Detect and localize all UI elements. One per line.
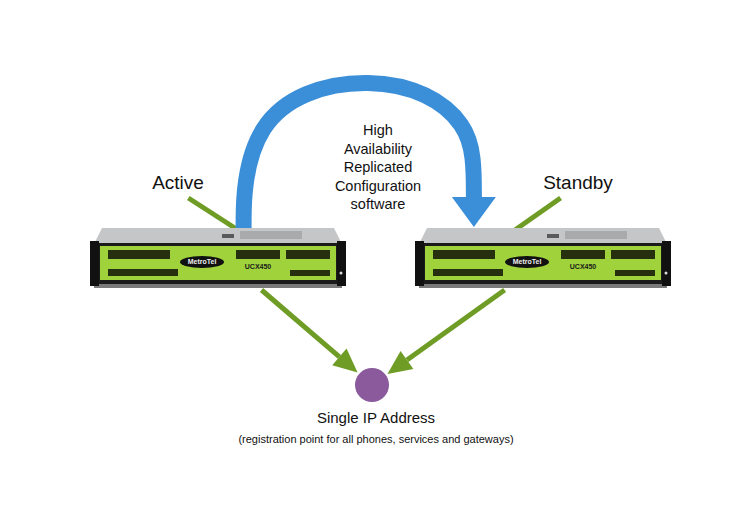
text-holder: Active: [152, 171, 204, 194]
ip-address-dot: [355, 368, 389, 402]
bezel-slot: [433, 269, 503, 276]
lid-vent: [565, 231, 627, 239]
label-holder: MetroTel: [513, 258, 542, 265]
leader-line: [515, 198, 561, 230]
leader-line: [188, 198, 238, 230]
server-frame: [90, 243, 346, 284]
replication-arrow: [244, 83, 496, 228]
server-frame: [415, 243, 671, 284]
server-illustration: [90, 228, 346, 290]
bezel-slot: [615, 270, 655, 276]
server-role-label: Active: [152, 171, 204, 194]
bezel-slot: [433, 250, 495, 259]
arrow-head: [332, 349, 357, 373]
ip-address-node: Single IP Address(registration point for…: [355, 368, 389, 402]
bezel-slot: [561, 250, 605, 259]
arrow-line: [407, 290, 505, 360]
rack-ear: [415, 241, 424, 286]
arrow-line: [262, 290, 340, 357]
brand-logo: MetroTel: [188, 258, 217, 265]
server-base: [419, 284, 667, 288]
node-note: (registration point for all phones, serv…: [238, 433, 513, 446]
server-node: Active: [90, 228, 346, 290]
registration-arrow: [387, 290, 504, 374]
server-illustration: [415, 228, 671, 290]
label-holder: UCX450: [570, 263, 596, 270]
rack-ear: [662, 241, 671, 286]
registration-arrow: [262, 290, 358, 373]
logo-badge: [180, 256, 224, 268]
bezel-slot: [108, 269, 178, 276]
server-lid: [94, 228, 342, 244]
power-led: [340, 272, 343, 275]
model-number: UCX450: [570, 263, 596, 270]
lid-handle: [547, 234, 559, 238]
bezel-slot: [290, 270, 330, 276]
bezel-slot: [236, 250, 280, 259]
server-lid: [419, 228, 667, 244]
lid-handle: [222, 234, 234, 238]
text-holder: Standby: [543, 171, 613, 194]
server-node: Standby: [415, 228, 671, 290]
rack-ear: [90, 241, 99, 286]
bezel-slot: [611, 250, 655, 259]
server-bezel: [425, 246, 661, 280]
node-title: Single IP Address: [317, 409, 435, 427]
connector-label: High Availability Replicated Configurati…: [335, 121, 421, 214]
brand-logo: MetroTel: [513, 258, 542, 265]
model-number: UCX450: [245, 263, 271, 270]
server-base: [94, 284, 342, 288]
bezel-slot: [286, 250, 330, 259]
text-holder: (registration point for all phones, serv…: [238, 433, 513, 446]
arrow-body: [244, 83, 474, 228]
label-holder: MetroTel: [188, 258, 217, 265]
server-role-label: Standby: [543, 171, 613, 194]
label-holder: High Availability Replicated Configurati…: [335, 121, 421, 214]
server-bezel: [100, 246, 336, 280]
label-holder: UCX450: [245, 263, 271, 270]
power-led: [665, 272, 668, 275]
text-holder: Single IP Address: [317, 409, 435, 427]
ip-node-outline: [355, 368, 389, 402]
rack-ear: [337, 241, 346, 286]
bezel-slot: [108, 250, 170, 259]
lid-vent: [240, 231, 302, 239]
arrow-head: [452, 197, 496, 227]
arrow-head: [387, 351, 413, 374]
logo-badge: [505, 256, 549, 268]
